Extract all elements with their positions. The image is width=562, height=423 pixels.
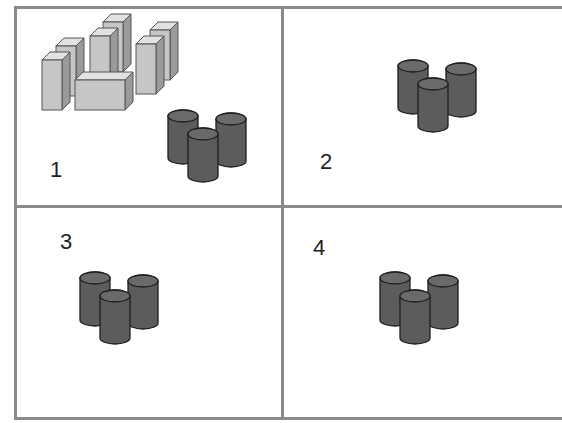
server-cluster [42, 14, 178, 110]
server-base [75, 72, 133, 110]
panel-number: 3 [60, 230, 72, 254]
panel: 2 [281, 6, 562, 208]
server [136, 36, 164, 94]
database-group [380, 272, 458, 344]
database-group [168, 110, 246, 182]
panel-number: 4 [313, 236, 325, 260]
panel-number: 1 [50, 158, 62, 182]
panel: 3 [14, 205, 284, 420]
database-group [80, 272, 158, 344]
server [42, 52, 70, 110]
panel: 1 [14, 6, 284, 208]
panel-number: 2 [320, 150, 332, 174]
database-group [398, 60, 476, 132]
panel: 4 [281, 205, 562, 420]
